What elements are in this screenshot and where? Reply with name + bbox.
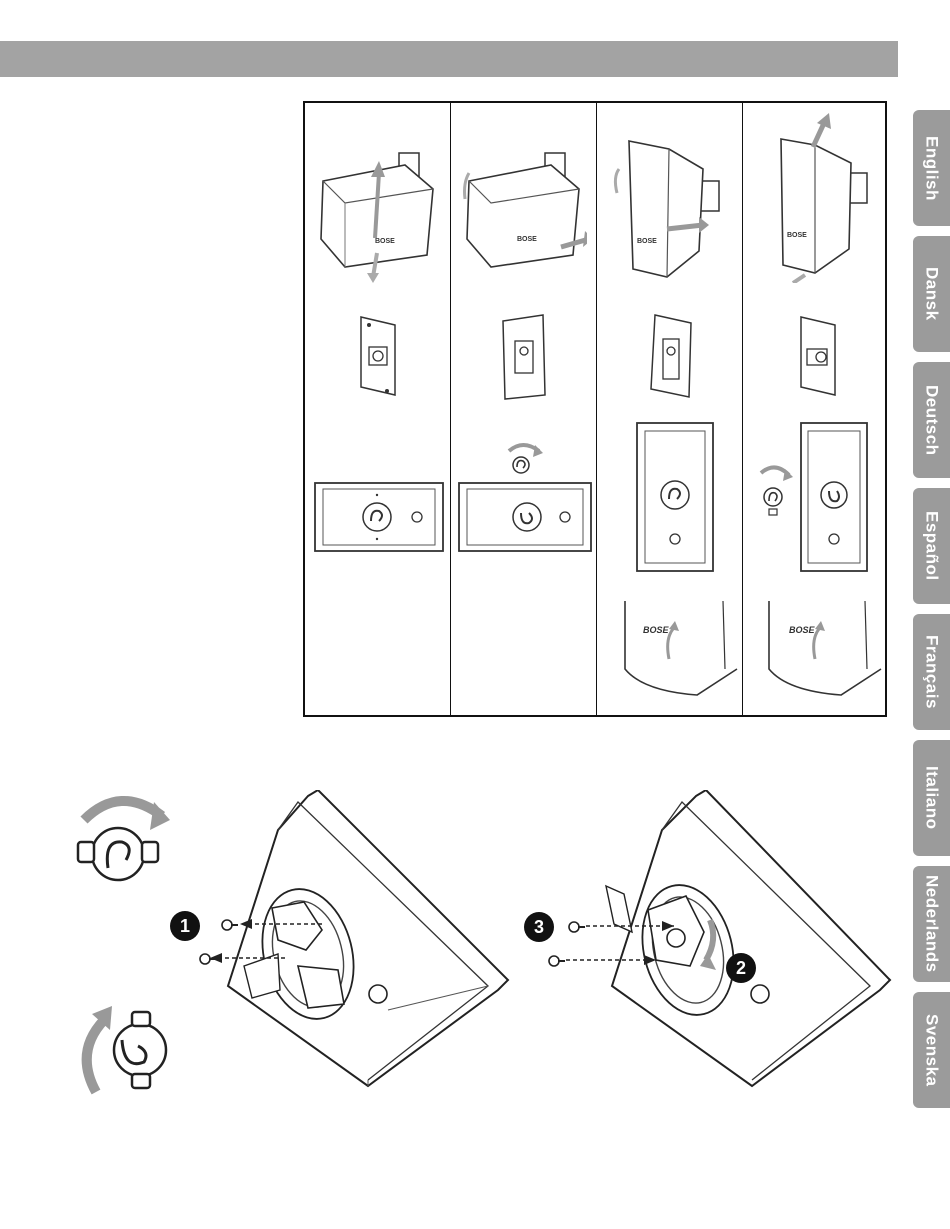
screw-icon — [199, 951, 217, 967]
tab-svenska[interactable]: Svenska — [913, 992, 950, 1108]
speaker-back-vertical-icon — [635, 421, 715, 573]
tab-label-italiano: Italiano — [922, 766, 942, 830]
speaker-back-step1-illustration — [168, 790, 516, 1090]
grid-divider — [450, 103, 451, 715]
tab-label-francais: Français — [922, 635, 942, 709]
tab-english[interactable]: English — [913, 110, 950, 226]
mounting-bracket-icon — [493, 311, 553, 401]
orientation-grid-figure: BOSE BOSE — [303, 101, 887, 717]
svg-text:BOSE: BOSE — [375, 238, 395, 245]
svg-text:BOSE: BOSE — [787, 232, 807, 239]
bose-logo-icon: BOSE — [759, 599, 885, 699]
svg-text:BOSE: BOSE — [643, 625, 670, 635]
speaker-back-step2-3-illustration — [556, 790, 896, 1090]
rotate-cup-icon — [501, 441, 551, 475]
speaker-back-vertical-icon — [799, 421, 869, 573]
tab-nederlands[interactable]: Nederlands — [913, 866, 950, 982]
rotate-cup-clockwise-icon — [70, 790, 180, 890]
tab-italiano[interactable]: Italiano — [913, 740, 950, 856]
svg-text:BOSE: BOSE — [789, 625, 816, 635]
rotate-cup-counterclockwise-icon — [70, 996, 180, 1096]
mounting-bracket-icon — [347, 311, 407, 401]
grid-divider — [596, 103, 597, 715]
svg-text:2: 2 — [736, 958, 746, 978]
tab-label-english: English — [922, 136, 942, 201]
tab-label-dansk: Dansk — [922, 267, 942, 321]
step-3-callout: 3 — [523, 911, 555, 943]
svg-text:3: 3 — [534, 917, 544, 937]
tab-label-nederlands: Nederlands — [922, 875, 942, 973]
step-1-callout: 1 — [169, 910, 201, 942]
tab-deutsch[interactable]: Deutsch — [913, 362, 950, 478]
screw-icon — [548, 953, 566, 969]
screw-icon — [568, 919, 586, 935]
tab-dansk[interactable]: Dansk — [913, 236, 950, 352]
svg-text:BOSE: BOSE — [517, 236, 537, 243]
speaker-vertical-icon: BOSE — [607, 133, 733, 283]
speaker-horizontal-rotated-icon: BOSE — [461, 143, 587, 283]
header-bar — [0, 41, 898, 77]
speaker-back-horizontal-icon — [457, 481, 593, 553]
mounting-bracket-icon — [639, 309, 701, 403]
bose-logo-icon: BOSE — [613, 599, 743, 699]
svg-text:BOSE: BOSE — [637, 238, 657, 245]
rotate-cup-icon — [753, 461, 797, 521]
tab-label-deutsch: Deutsch — [922, 385, 942, 456]
speaker-back-horizontal-icon — [313, 481, 445, 553]
screw-icon — [221, 917, 239, 933]
step-2-callout: 2 — [725, 952, 757, 984]
tab-espanol[interactable]: Español — [913, 488, 950, 604]
svg-text:1: 1 — [180, 916, 190, 936]
tab-label-espanol: Español — [922, 511, 942, 581]
speaker-horizontal-icon: BOSE — [315, 143, 441, 283]
tab-label-svenska: Svenska — [922, 1014, 942, 1087]
speaker-vertical-rotated-icon: BOSE — [753, 113, 879, 283]
tab-francais[interactable]: Français — [913, 614, 950, 730]
mounting-bracket-icon — [787, 311, 847, 401]
